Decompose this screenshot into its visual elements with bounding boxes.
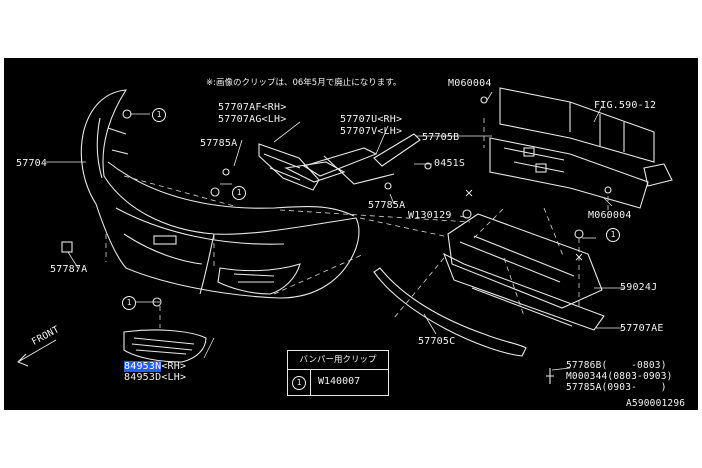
- leader-lines-shape: [46, 91, 624, 371]
- cross-markers-shape: [465, 189, 583, 261]
- label-57705b[interactable]: 57705B: [422, 132, 460, 143]
- label-fig-590-12[interactable]: FIG.590-12: [594, 100, 657, 111]
- absorber-shape: [442, 213, 605, 331]
- reinforcement-beam-shape: [489, 87, 673, 209]
- label-57787a[interactable]: 57787A: [50, 264, 88, 275]
- label-84953d[interactable]: 84953D<LH>: [124, 372, 187, 383]
- diagram-drawing: [17, 87, 673, 384]
- label-w130129[interactable]: W130129: [408, 210, 452, 221]
- dashed-guides-shape: [105, 118, 609, 328]
- clip-marker-1d[interactable]: 1: [606, 228, 620, 242]
- clip-marker-1b[interactable]: 1: [232, 186, 246, 200]
- side-brackets-shape: [258, 133, 421, 191]
- parts-diagram: ※:画像のクリップは、06年5月で廃止になります。 57704 57707AF<…: [4, 58, 698, 410]
- catalog-number: A590001296: [626, 398, 686, 409]
- label-84953n-code: 84953N: [124, 361, 162, 372]
- label-0451s[interactable]: 0451S: [434, 158, 466, 169]
- legend-title: バンパー用クリップ: [288, 351, 388, 370]
- front-arrow-shape: [17, 339, 57, 367]
- legend-number: 1: [292, 376, 306, 390]
- label-57704[interactable]: 57704: [16, 158, 48, 169]
- label-57707ag[interactable]: 57707AG<LH>: [218, 114, 287, 125]
- clip-discontinued-note: ※:画像のクリップは、06年5月で廃止になります。: [206, 78, 402, 88]
- label-57705c[interactable]: 57705C: [418, 336, 456, 347]
- label-59024j[interactable]: 59024J: [620, 282, 658, 293]
- label-57707u[interactable]: 57707U<RH>: [340, 114, 403, 125]
- clip-marker-1a[interactable]: 1: [152, 108, 166, 122]
- clip-legend-table: バンパー用クリップ 1 W140007: [287, 350, 389, 396]
- label-84953n[interactable]: 84953N<RH>: [124, 361, 186, 372]
- label-57707v[interactable]: 57707V<LH>: [340, 126, 403, 137]
- clip-marker-1c[interactable]: 1: [122, 296, 136, 310]
- legend-part-number[interactable]: W140007: [318, 376, 361, 387]
- fog-lamp-bezel-shape: [123, 329, 207, 363]
- label-m060004-right[interactable]: M060004: [588, 210, 632, 221]
- legend-number-cell: 1: [288, 370, 311, 395]
- lower-strip-shape: [373, 267, 527, 357]
- bumper-cover-shape: [80, 89, 360, 299]
- label-57785a-mid[interactable]: 57785A: [368, 200, 406, 211]
- fasteners-shape: [61, 96, 612, 384]
- label-m000344[interactable]: M000344(0803-0903): [566, 371, 673, 382]
- label-57707af[interactable]: 57707AF<RH>: [218, 102, 287, 113]
- label-57785a-top[interactable]: 57785A: [200, 138, 238, 149]
- label-84953n-side: <RH>: [161, 361, 187, 372]
- label-m060004-top[interactable]: M060004: [448, 78, 492, 89]
- label-57785a-bottom[interactable]: 57785A(0903- ): [566, 382, 667, 393]
- label-57786b[interactable]: 57786B( -0803): [566, 360, 667, 371]
- label-57707ae[interactable]: 57707AE: [620, 323, 664, 334]
